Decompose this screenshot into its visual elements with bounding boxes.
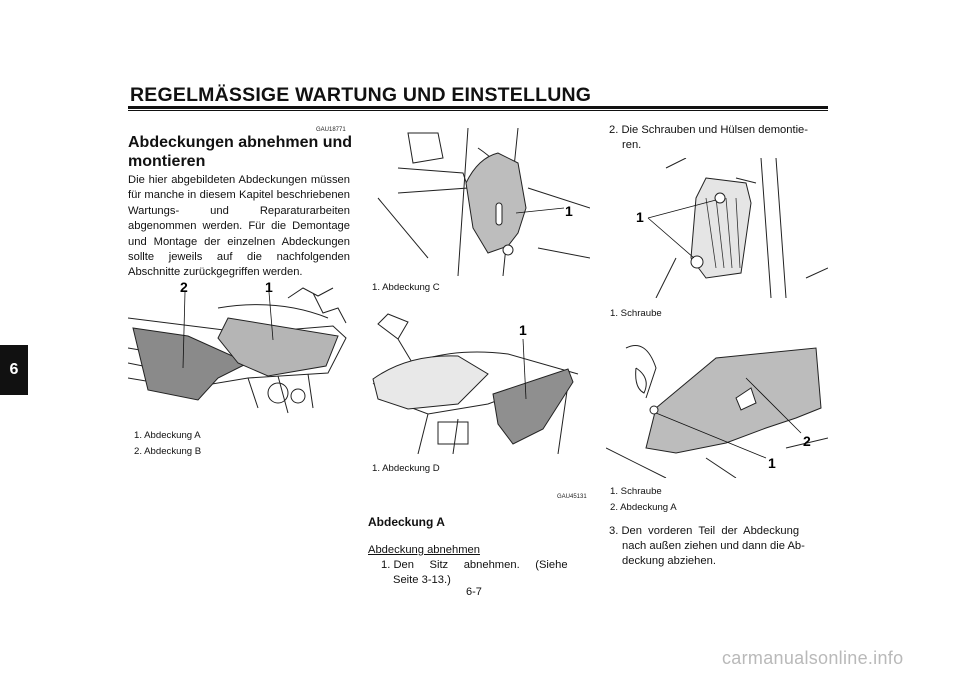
motorcycle-side-illustration: 2 1	[127, 279, 347, 414]
figure-covers-a-b: 2 1	[127, 278, 350, 418]
caption-line: 1. Abdeckung A	[134, 430, 201, 441]
figure-cover-a: 2 1	[605, 328, 829, 479]
section-heading-line1: Abdeckungen abnehmen und	[128, 134, 353, 151]
cover-a-shape	[217, 317, 339, 377]
cover-a-shape	[645, 347, 822, 454]
section-code: GAU18771	[316, 127, 346, 133]
figure-cover-c: 1	[368, 127, 591, 277]
caption-line: 2. Abdeckung A	[610, 502, 677, 513]
callout-1: 1	[565, 203, 573, 219]
subsection-heading: Abdeckung A	[368, 515, 445, 529]
step-3-line1: 3. Den vorderen Teil der Abdeckung	[609, 525, 800, 537]
caption-line: 1. Schraube	[610, 486, 662, 497]
cover-d-illustration: 1	[372, 313, 579, 455]
figure-cover-d: 1	[368, 304, 590, 455]
header-rule-thin	[128, 110, 828, 111]
callout-2: 2	[180, 279, 188, 295]
watermark-text: carmanualsonline.info	[722, 648, 904, 668]
step-2-line1: 2. Die Schrauben und Hülsen demontie-	[609, 124, 809, 136]
callout-1: 1	[768, 455, 776, 471]
section-code: GAU45131	[557, 494, 587, 500]
procedure-title: Abdeckung abnehmen	[368, 544, 480, 556]
caption-line: 1. Abdeckung C	[372, 282, 440, 293]
chapter-tab: 6	[0, 345, 28, 395]
figure-screws: 1	[606, 157, 829, 299]
section-heading-line2: montieren	[128, 153, 206, 170]
step-3-line3: deckung abziehen.	[622, 555, 716, 567]
header-rule-thick	[128, 106, 828, 109]
callout-2: 2	[803, 433, 811, 449]
step-1-line2: Seite 3-13.)	[393, 574, 451, 586]
callout-1: 1	[265, 279, 273, 295]
page-number: 6-7	[466, 586, 482, 598]
caption-line: 1. Abdeckung D	[372, 463, 440, 474]
caption-line: 1. Schraube	[610, 308, 662, 319]
page-title: REGELMÄSSIGE WARTUNG UND EINSTELLUNG	[130, 84, 592, 106]
callout-1: 1	[519, 322, 527, 338]
screws-illustration: 1	[636, 157, 829, 299]
cover-a-illustration: 2 1	[605, 345, 829, 479]
cover-b-shape	[132, 327, 250, 401]
cover-d-shape	[492, 368, 574, 445]
callout-1: 1	[636, 209, 644, 225]
caption-line: 2. Abdeckung B	[134, 446, 202, 457]
step-3-line2: nach außen ziehen und dann die Ab-	[622, 540, 805, 552]
cover-c-illustration: 1	[377, 127, 591, 277]
intro-paragraph: Die hier abgebildeten Abdeckungen müssen…	[128, 174, 350, 279]
step-1-line1: 1. Den Sitz abnehmen. (Siehe	[381, 559, 568, 571]
step-2-line2: ren.	[622, 139, 642, 151]
cover-c-shape	[465, 152, 527, 254]
